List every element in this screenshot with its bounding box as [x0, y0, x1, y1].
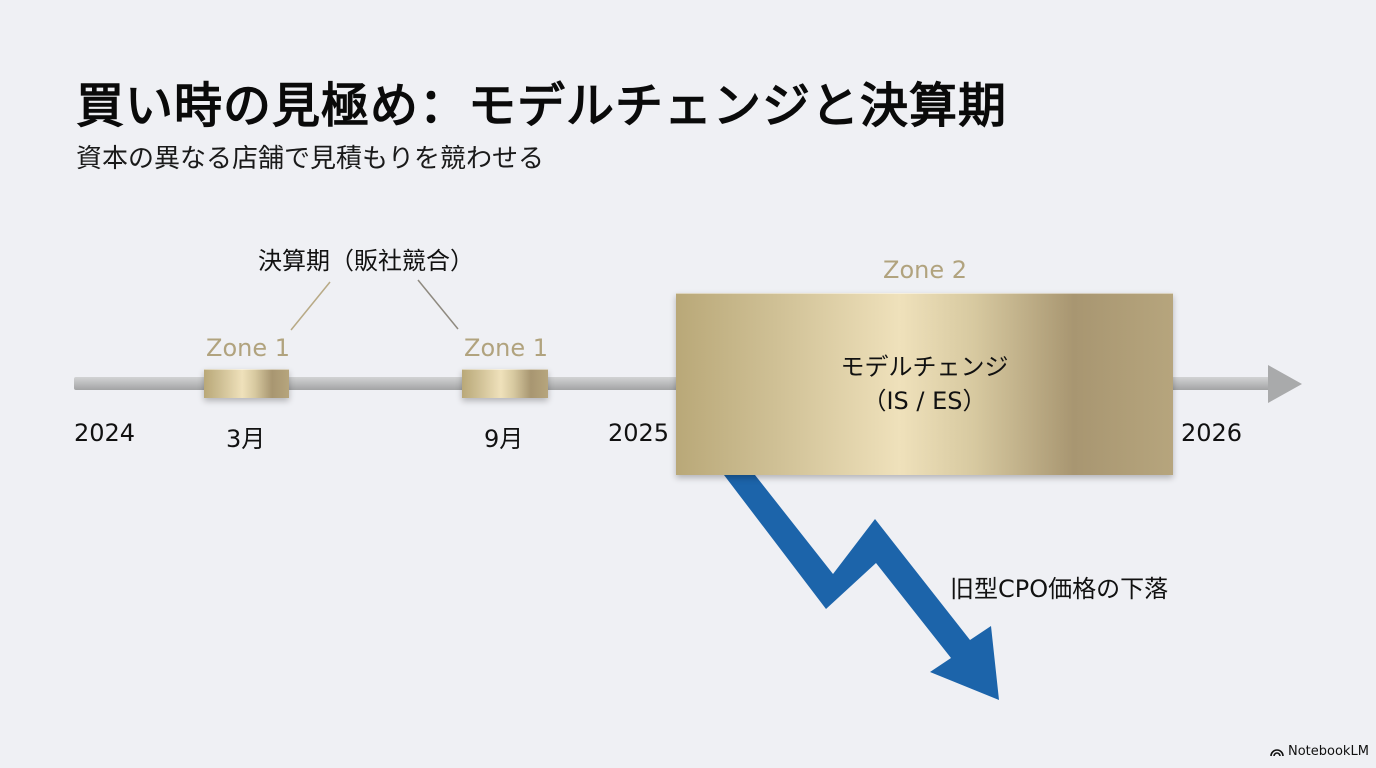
arrow-right-icon	[1268, 365, 1302, 403]
zone1-march-label: Zone 1	[206, 334, 290, 362]
slide-subtitle: 資本の異なる店舗で見積もりを競わせる	[76, 144, 545, 174]
zigzag-down-arrow-icon	[724, 475, 999, 700]
model-change-label: モデルチェンジ	[840, 353, 1009, 381]
callout-label: 決算期（販社競合）	[258, 247, 474, 275]
slide-title: 買い時の見極め：モデルチェンジと決算期	[76, 78, 1008, 134]
zone1-september-label: Zone 1	[464, 334, 548, 362]
model-change-models: （IS / ES）	[862, 387, 987, 415]
notebooklm-icon	[1270, 748, 1284, 756]
price-drop-label: 旧型CPO価格の下落	[950, 575, 1169, 603]
tick-2025: 2025	[608, 419, 670, 447]
zone1-march-block	[204, 369, 289, 398]
zone2-label: Zone 2	[883, 256, 967, 284]
tick-march: 3月	[226, 425, 266, 453]
zone2-model-change-block: モデルチェンジ （IS / ES）	[676, 293, 1173, 475]
tick-2026: 2026	[1181, 419, 1243, 447]
brand-label: NotebookLM	[1288, 744, 1369, 759]
callout-line-right	[417, 279, 459, 330]
zone1-september-block	[462, 369, 548, 398]
brand-watermark: NotebookLM	[1270, 744, 1369, 759]
callout-line-left	[290, 281, 331, 331]
tick-2024: 2024	[74, 419, 136, 447]
tick-september: 9月	[484, 425, 524, 453]
